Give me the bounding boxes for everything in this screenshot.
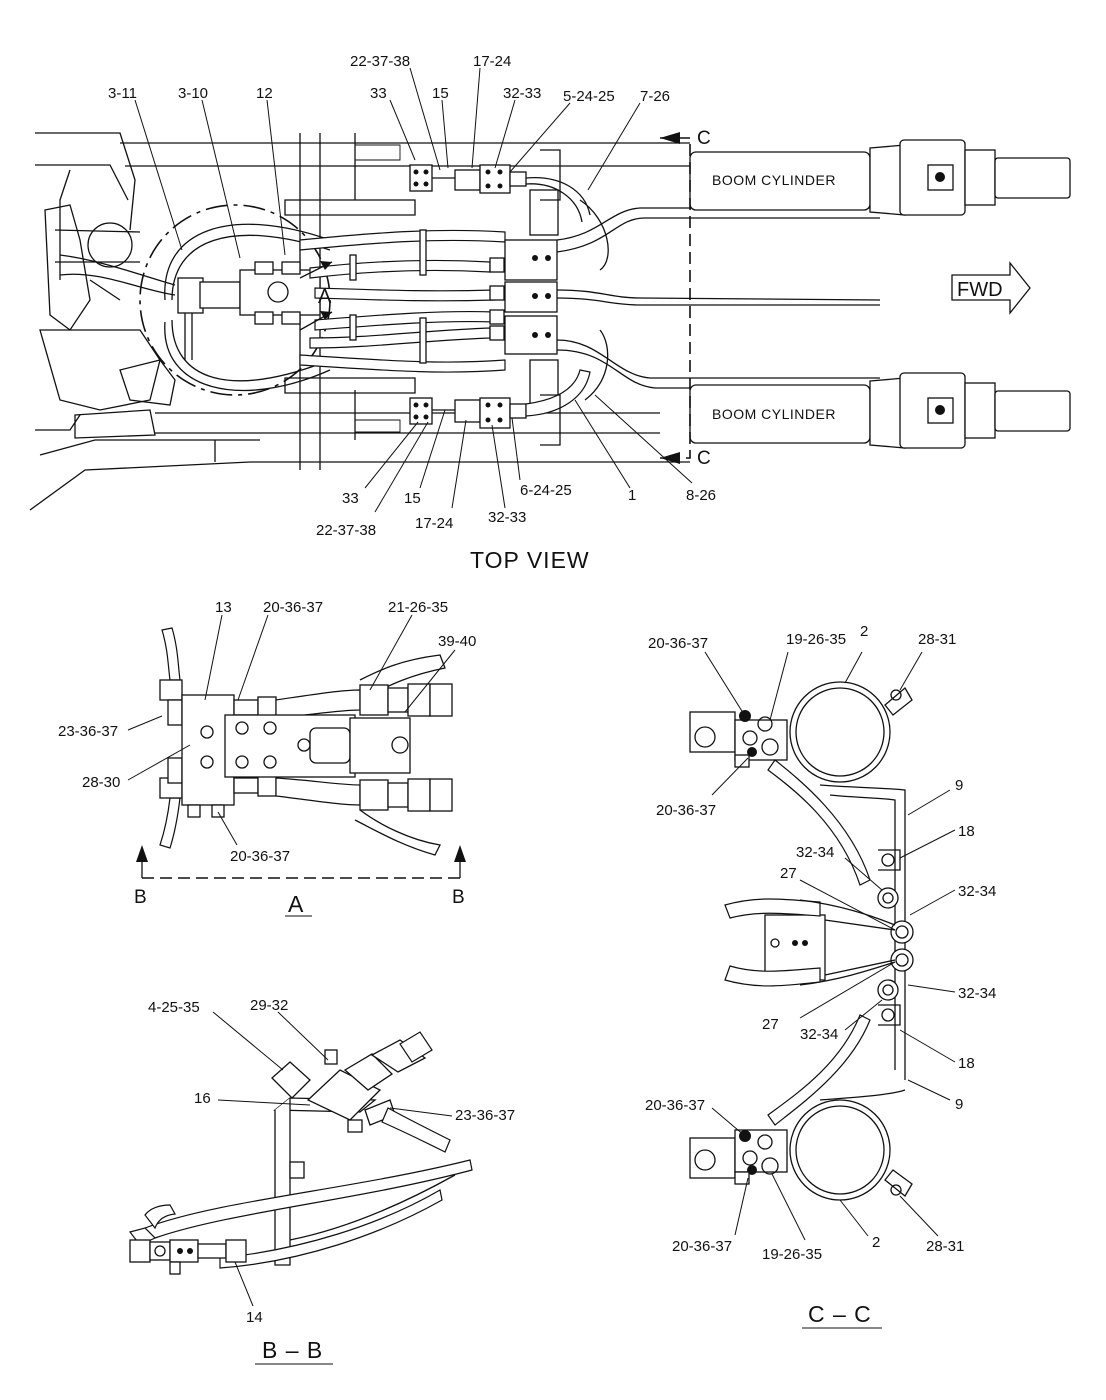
callout-5-24-25: 5-24-25 xyxy=(563,88,615,105)
callout-20-36-37-c-3: 20-36-37 xyxy=(645,1097,705,1114)
callout-1: 1 xyxy=(628,487,636,504)
callout-19-26-35-c-2: 19-26-35 xyxy=(762,1246,822,1263)
callout-12: 12 xyxy=(256,85,273,102)
callout-28-30: 28-30 xyxy=(82,774,120,791)
callout-20-36-37-c-1: 20-36-37 xyxy=(648,635,708,652)
callout-17-24-top: 17-24 xyxy=(473,53,511,70)
callout-23-36-37-a: 23-36-37 xyxy=(58,723,118,740)
callout-9-c-1: 9 xyxy=(955,777,963,794)
section-b-mark-right: B xyxy=(452,887,465,908)
callout-3-11: 3-11 xyxy=(108,85,137,102)
callout-15-top: 15 xyxy=(432,85,449,102)
callout-32-34-c-2: 32-34 xyxy=(958,883,996,900)
upper-boom-cylinder-label: BOOM CYLINDER xyxy=(712,172,836,188)
callout-15-bottom: 15 xyxy=(404,490,421,507)
callout-8-26: 8-26 xyxy=(686,487,716,504)
callout-3-10: 3-10 xyxy=(178,85,208,102)
callout-16: 16 xyxy=(194,1090,211,1107)
callout-29-32: 29-32 xyxy=(250,997,288,1014)
callout-32-34-c-1: 32-34 xyxy=(796,844,834,861)
section-bb-view xyxy=(128,1011,473,1307)
callout-2-c-1: 2 xyxy=(860,623,868,640)
callout-4-25-35: 4-25-35 xyxy=(148,999,200,1016)
section-c-mark-bottom: C xyxy=(697,448,711,469)
section-bb-title: B – B xyxy=(262,1337,323,1363)
fwd-arrow-label: FWD xyxy=(957,279,1003,301)
callout-32-34-c-3: 32-34 xyxy=(958,985,996,1002)
callout-28-31-c-2: 28-31 xyxy=(926,1238,964,1255)
callout-22-37-38-top: 22-37-38 xyxy=(350,53,410,70)
callout-14: 14 xyxy=(246,1309,263,1326)
callout-19-26-35-c-1: 19-26-35 xyxy=(786,631,846,648)
callout-32-34-c-4: 32-34 xyxy=(800,1026,838,1043)
callout-20-36-37-a-top: 20-36-37 xyxy=(263,599,323,616)
callout-32-33-bottom: 32-33 xyxy=(488,509,526,526)
callout-22-37-38-bottom: 22-37-38 xyxy=(316,522,376,539)
callout-20-36-37-c-4: 20-36-37 xyxy=(672,1238,732,1255)
callout-9-c-2: 9 xyxy=(955,1096,963,1113)
callout-33-bottom: 33 xyxy=(342,490,359,507)
callout-2-c-2: 2 xyxy=(872,1234,880,1251)
section-b-mark-left: B xyxy=(134,887,147,908)
detail-a-title: A xyxy=(288,891,304,917)
callout-20-36-37-c-2: 20-36-37 xyxy=(656,802,716,819)
callout-6-24-25: 6-24-25 xyxy=(520,482,572,499)
detail-a-mark: A xyxy=(318,286,332,308)
detail-a-view: B B xyxy=(127,614,466,908)
section-cc-title: C – C xyxy=(808,1301,872,1327)
callout-13: 13 xyxy=(215,599,232,616)
lower-boom-cylinder-label: BOOM CYLINDER xyxy=(712,406,836,422)
callout-23-36-37-b: 23-36-37 xyxy=(455,1107,515,1124)
callout-17-24-bottom: 17-24 xyxy=(415,515,453,532)
callout-20-36-37-a-bottom: 20-36-37 xyxy=(230,848,290,865)
callout-39-40: 39-40 xyxy=(438,633,476,650)
callout-28-31-c-1: 28-31 xyxy=(918,631,956,648)
section-cc-view xyxy=(689,651,956,1241)
callout-18-c-2: 18 xyxy=(958,1055,975,1072)
callout-18-c-1: 18 xyxy=(958,823,975,840)
callout-7-26: 7-26 xyxy=(640,88,670,105)
section-c-mark-top: C xyxy=(697,128,711,149)
callout-32-33-top: 32-33 xyxy=(503,85,541,102)
callout-27-c-1: 27 xyxy=(780,865,797,882)
top-view-title: TOP VIEW xyxy=(470,547,590,573)
top-view: BOOM CYLINDER BOOM CYLINDER C C A FWD xyxy=(29,67,1071,513)
callout-27-c-2: 27 xyxy=(762,1016,779,1033)
callout-33-top: 33 xyxy=(370,85,387,102)
callout-21-26-35: 21-26-35 xyxy=(388,599,448,616)
